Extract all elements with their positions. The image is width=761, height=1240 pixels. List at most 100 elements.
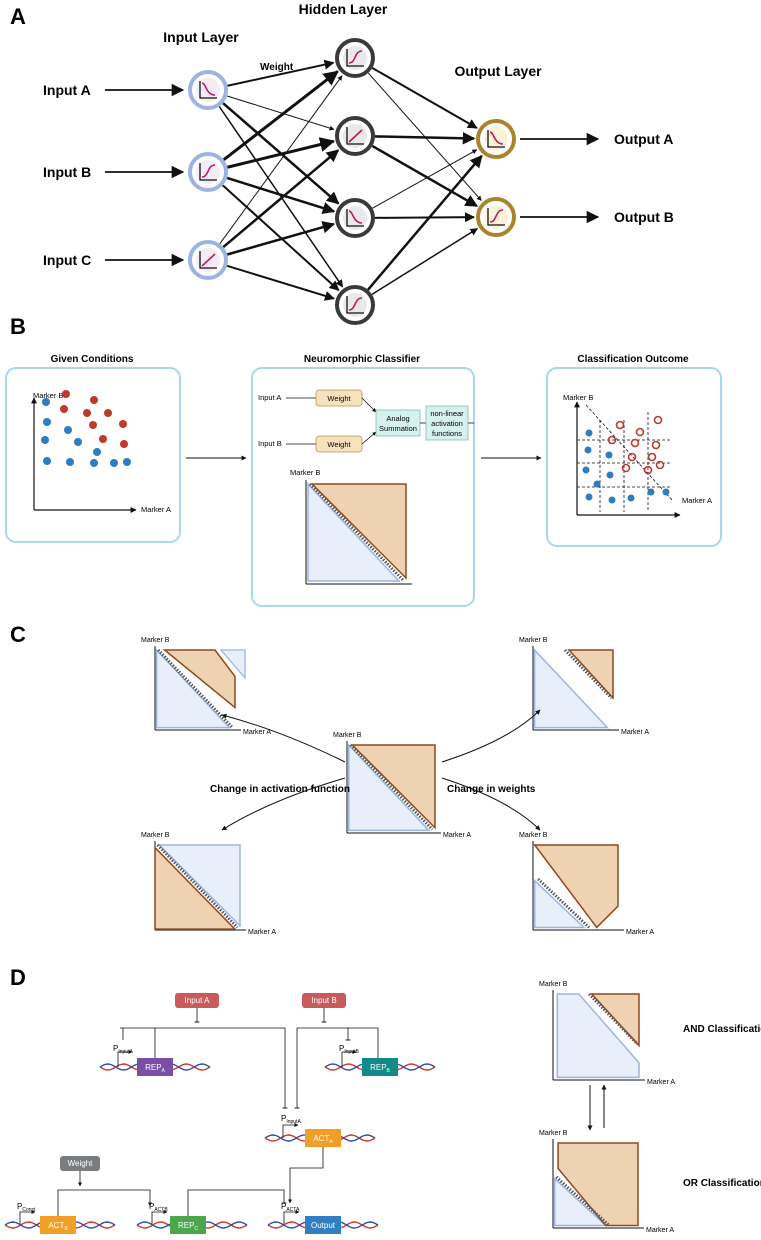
- red-ring: [655, 460, 665, 470]
- decision-boundary-line: [585, 404, 673, 501]
- act-b-to-pactb: [57, 1189, 152, 1216]
- red-dot: [62, 390, 70, 398]
- plot-marker-b: Marker B: [141, 832, 170, 839]
- decision-boundary: [156, 843, 239, 929]
- input-b-node: [302, 993, 346, 1008]
- arrow-to-top-left: [221, 713, 346, 763]
- arrow-to-bottom-right: [441, 777, 541, 831]
- p-const-label: PConst: [17, 1202, 36, 1213]
- edge-hidden-output: [371, 144, 479, 208]
- blue-region: [556, 993, 640, 1079]
- dna-strands: [4, 1063, 436, 1229]
- clf-input-a: Input A: [258, 393, 281, 402]
- clf-weight-b-text: Weight: [327, 440, 351, 449]
- edge-input-hidden: [218, 106, 344, 288]
- act-a-text: ACTA: [313, 1134, 333, 1145]
- blue-dot: [585, 429, 593, 437]
- promoter-input-b: [341, 1050, 357, 1067]
- red-dot: [90, 396, 98, 404]
- red-ring: [635, 427, 645, 437]
- plot-marker-a: Marker A: [248, 929, 276, 936]
- red-dot: [60, 405, 68, 413]
- plot-marker-a: Marker A: [621, 729, 649, 736]
- output-gene: [305, 1216, 341, 1234]
- nonlinear-text-1: non-linear: [430, 409, 464, 418]
- decision-boundary: [308, 482, 405, 582]
- activation-axes-icon: [199, 81, 217, 99]
- red-ring: [607, 435, 617, 445]
- input-a-node-text: Input A: [185, 996, 211, 1005]
- edge-input-hidden: [227, 137, 336, 169]
- input-a-node: [175, 993, 219, 1008]
- act-b-gene: [40, 1216, 76, 1234]
- blue-corner: [219, 649, 246, 680]
- activation-curve-icon: [201, 253, 216, 267]
- blue-region: [533, 648, 610, 729]
- blue-dot: [74, 438, 82, 446]
- blue-dot: [606, 471, 614, 479]
- blue-dot: [123, 458, 131, 466]
- blue-dot: [66, 458, 74, 466]
- act-a-gene: [305, 1129, 341, 1147]
- red-ring: [615, 420, 625, 430]
- red-ring: [651, 440, 661, 450]
- boundary-plot: Marker B Marker A: [519, 637, 649, 736]
- plot-marker-a: Marker A: [647, 1079, 675, 1086]
- edge-hidden-output: [371, 67, 478, 129]
- output-b-label: Output B: [614, 209, 674, 225]
- activation-axes-icon: [487, 208, 505, 226]
- neuromorphic-classifier-title: Neuromorphic Classifier: [304, 354, 420, 365]
- network-nodes: [188, 38, 516, 325]
- plot-marker-b: Marker B: [519, 637, 548, 644]
- and-classification-label: AND Classification: [683, 1024, 761, 1035]
- blue-dot: [42, 398, 50, 406]
- edge-input-hidden: [226, 176, 336, 215]
- decision-boundary: [563, 648, 613, 700]
- hidden-layer-title: Hidden Layer: [299, 1, 388, 17]
- act-b-text: ACTB: [48, 1221, 68, 1232]
- outcome-box: [546, 367, 722, 547]
- clf-input-b: Input B: [258, 439, 282, 448]
- p-act-a-label: PACTA: [281, 1202, 300, 1213]
- promoter-input-a: [117, 1050, 133, 1067]
- activation-curve-icon: [489, 209, 504, 223]
- red-dot: [119, 420, 127, 428]
- outcome-grid: [577, 404, 673, 512]
- given-conditions-box: [5, 367, 181, 543]
- edge-hidden-output: [374, 212, 476, 223]
- rep-c-to-pacta: [187, 1189, 287, 1216]
- plot-marker-b: Marker B: [333, 732, 362, 739]
- output-a-label: Output A: [614, 131, 673, 147]
- blue-dot: [627, 494, 635, 502]
- genetic-circuit: Input A Input B Weight PInputA PInputB P…: [4, 993, 436, 1234]
- rep-a-text: REPA: [145, 1063, 165, 1074]
- red-ring: [647, 452, 657, 462]
- input-a-label: Input A: [43, 82, 91, 98]
- decision-boundary: [588, 992, 639, 1045]
- blue-dot: [662, 488, 670, 496]
- blue-dot: [593, 480, 601, 488]
- plot-marker-b: Marker B: [519, 832, 548, 839]
- panel-d-letter: D: [10, 965, 26, 990]
- clf-marker-b: Marker B: [290, 468, 320, 477]
- input-b-branch: [297, 1027, 379, 1058]
- nonlinear-box: [425, 405, 469, 441]
- input-a-to-pab: [120, 1027, 288, 1109]
- edge-input-hidden: [222, 70, 339, 161]
- rep-a-gene: [137, 1058, 173, 1076]
- rep-b-gene: [362, 1058, 398, 1076]
- tan-region: [154, 845, 237, 930]
- red-ring: [643, 465, 653, 475]
- outcome-marker-a: Marker A: [682, 496, 712, 505]
- activation-axes-icon: [199, 251, 217, 269]
- p-act-b-label: PACTB: [149, 1202, 168, 1213]
- blue-dot: [43, 457, 51, 465]
- edge-hidden-output: [366, 154, 483, 291]
- blue-dot: [41, 436, 49, 444]
- promoter-const: [19, 1210, 36, 1224]
